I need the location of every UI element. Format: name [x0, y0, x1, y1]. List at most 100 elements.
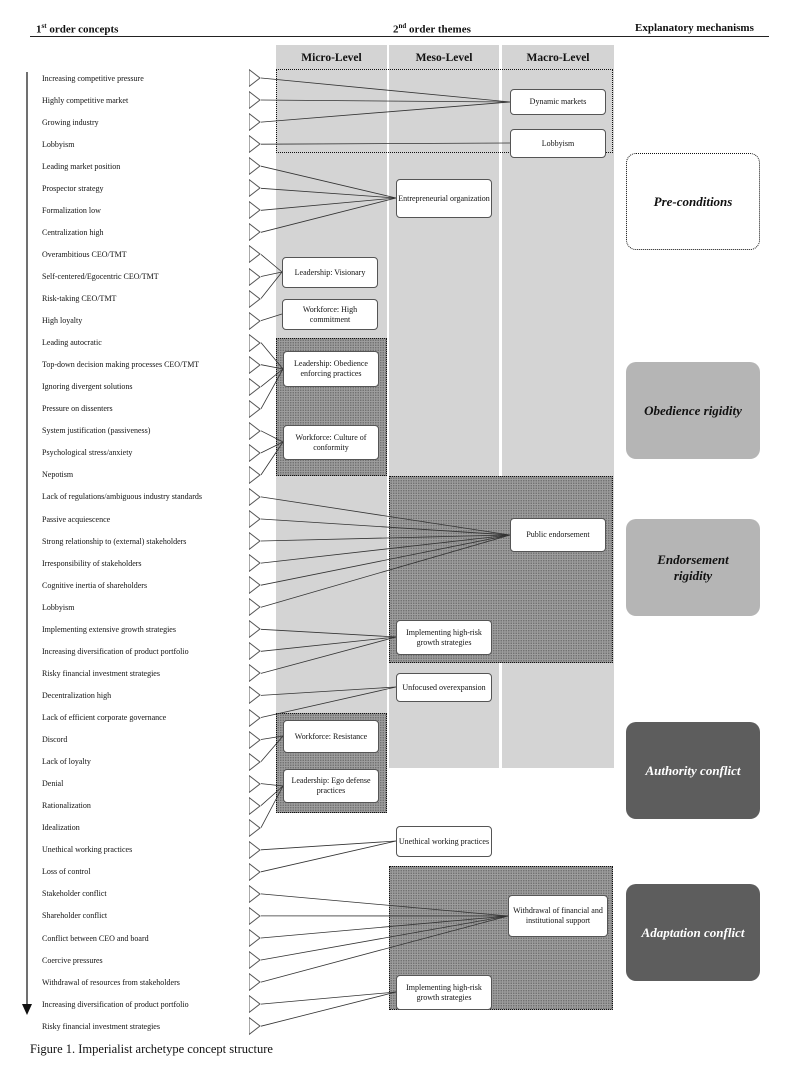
concept-label: Lobbyism: [42, 139, 75, 149]
mechanism-preconditions: Pre-conditions: [626, 153, 760, 250]
concept-item: Discord: [37, 730, 261, 749]
concept-label: Stakeholder conflict: [42, 889, 107, 899]
concept-arrow-tip: [249, 399, 261, 418]
concept-arrow-tip: [249, 708, 261, 727]
concept-arrow-tip: [249, 642, 261, 661]
concept-label: Shareholder conflict: [42, 911, 108, 921]
concept-arrow-tip: [249, 1017, 261, 1036]
concept-label: Implementing extensive growth strategies: [42, 624, 176, 634]
concept-item: Decentralization high: [37, 686, 261, 705]
concept-arrow-tip: [249, 135, 261, 154]
first-order-header: 1st order concepts: [36, 22, 119, 36]
concept-arrow-tip: [249, 311, 261, 330]
concept-item: Growing industry: [37, 113, 261, 132]
second-order-header: 2nd order themes: [393, 22, 471, 36]
concept-arrow-tip: [249, 201, 261, 220]
concept-arrow-tip: [249, 686, 261, 705]
concept-arrow-tip: [249, 223, 261, 242]
concept-item: Denial: [37, 774, 261, 793]
theme-leadership-ego-defense: Leadership: Ego defense practices: [283, 769, 379, 803]
concept-arrow-tip: [249, 774, 261, 793]
concept-label: Rationalization: [42, 801, 91, 811]
concept-item: Withdrawal of resources from stakeholder…: [37, 973, 261, 992]
theme-high-risk-growth-2: Implementing high-risk growth strategies: [396, 975, 492, 1010]
concept-item: Psychological stress/anxiety: [37, 443, 261, 462]
concept-label: Leading market position: [42, 161, 121, 171]
concept-arrow-tip: [249, 884, 261, 903]
mechanism-authority-conflict: Authority conflict: [626, 722, 760, 819]
concept-arrow-tip: [249, 973, 261, 992]
concept-arrow-tip: [249, 598, 261, 617]
concept-item: Ignoring divergent solutions: [37, 377, 261, 396]
concept-item: Self-centered/Egocentric CEO/TMT: [37, 267, 261, 286]
concept-item: Risky financial investment strategies: [37, 664, 261, 683]
concept-label: Formalization low: [42, 205, 101, 215]
theme-lobbyism-macro: Lobbyism: [510, 129, 606, 158]
concept-label: Centralization high: [42, 227, 104, 237]
concept-arrow-tip: [249, 554, 261, 573]
concept-label: Lack of regulations/ambiguous industry s…: [42, 492, 202, 502]
concept-item: Increasing competitive pressure: [37, 69, 261, 87]
theme-public-endorsement: Public endorsement: [510, 518, 606, 552]
concept-arrow-tip: [249, 510, 261, 528]
concept-arrow-tip: [249, 929, 261, 947]
concept-item: Cognitive inertia of shareholders: [37, 576, 261, 595]
concept-item: Increasing diversification of product po…: [37, 995, 261, 1014]
concept-arrow-tip: [249, 818, 261, 837]
concept-item: Pressure on dissenters: [37, 399, 261, 418]
concept-label: Leading autocratic: [42, 338, 102, 348]
concept-label: Unethical working practices: [42, 845, 133, 855]
concept-item: Risk-taking CEO/TMT: [37, 289, 261, 308]
concept-label: Ignoring divergent solutions: [42, 382, 133, 392]
concept-arrow-tip: [249, 289, 261, 308]
concept-label: Withdrawal of resources from stakeholder…: [42, 977, 180, 987]
concept-item: Formalization low: [37, 201, 261, 220]
concept-arrow-tip: [249, 245, 261, 264]
concept-arrow-tip: [249, 443, 261, 462]
concept-label: Pressure on dissenters: [42, 404, 113, 414]
concept-arrow-tip: [249, 576, 261, 595]
concept-arrow-tip: [249, 355, 261, 374]
concept-item: Irresponsibility of stakeholders: [37, 554, 261, 573]
theme-unethical-working-practices: Unethical working practices: [396, 826, 492, 857]
micro-level-header: Micro-Level: [301, 52, 362, 64]
header-rule: [30, 36, 769, 37]
theme-withdrawal-support: Withdrawal of financial and institutiona…: [508, 895, 608, 937]
concept-label: Highly competitive market: [42, 95, 129, 105]
concept-arrow-tip: [249, 267, 261, 286]
preconditions-zone: [276, 69, 613, 153]
theme-unfocused-overexpansion: Unfocused overexpansion: [396, 673, 492, 702]
concept-item: Coercive pressures: [37, 951, 261, 969]
concept-arrow-tip: [249, 862, 261, 881]
concept-item: Nepotism: [37, 465, 261, 484]
concept-item: Overambitious CEO/TMT: [37, 245, 261, 264]
theme-workforce-resistance: Workforce: Resistance: [283, 720, 379, 753]
concept-label: Self-centered/Egocentric CEO/TMT: [42, 272, 159, 281]
concept-item: Loss of control: [37, 862, 261, 881]
concept-label: System justification (passiveness): [42, 426, 151, 436]
concept-arrow-tip: [249, 532, 261, 550]
theme-workforce-high-commitment: Workforce: High commitment: [282, 299, 378, 330]
concept-label: Prospector strategy: [42, 183, 104, 193]
concept-arrow-tip: [249, 951, 261, 969]
concept-label: Lack of loyalty: [42, 757, 91, 767]
mechanism-obedience-rigidity: Obedience rigidity: [626, 362, 760, 459]
concept-label: Denial: [42, 779, 64, 789]
mechanism-endorsement-rigidity: Endorsement rigidity: [626, 519, 760, 616]
concept-label: Irresponsibility of stakeholders: [42, 558, 142, 568]
concept-item: Risky financial investment strategies: [37, 1017, 261, 1036]
concept-arrow-tip: [249, 906, 261, 925]
concept-arrow-tip: [249, 157, 261, 176]
concept-item: High loyalty: [37, 311, 261, 330]
concept-arrow-tip: [249, 333, 261, 352]
concept-item: Idealization: [37, 818, 261, 837]
mechanism-adaptation-conflict: Adaptation conflict: [626, 884, 760, 981]
concept-label: Decentralization high: [42, 690, 112, 700]
concept-label: Loss of control: [42, 867, 91, 877]
concept-label: Increasing competitive pressure: [42, 73, 144, 83]
concept-arrow-tip: [249, 487, 261, 506]
concept-label: Overambitious CEO/TMT: [42, 249, 127, 259]
meso-level-header: Meso-Level: [415, 52, 473, 64]
concept-arrow-tip: [249, 465, 261, 484]
concept-arrow-tip: [249, 179, 261, 198]
